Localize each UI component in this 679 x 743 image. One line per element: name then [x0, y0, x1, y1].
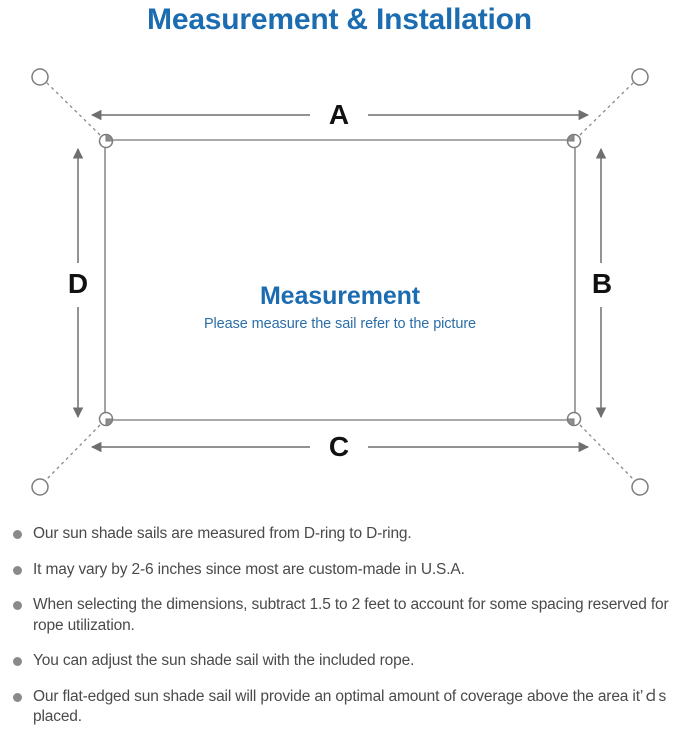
list-item: Our flat-edged sun shade sail will provi…	[0, 687, 679, 728]
notes-list: Our sun shade sails are measured from D-…	[0, 524, 679, 743]
note-text: When selecting the dimensions, subtract …	[33, 596, 669, 634]
bullet-icon	[13, 657, 22, 666]
rope-line-top-right	[579, 80, 636, 136]
list-item: It may vary by 2-6 inches since most are…	[0, 560, 679, 581]
bullet-icon	[13, 601, 22, 610]
dimension-label-c: C	[328, 431, 350, 462]
rope-line-bottom-left	[44, 424, 101, 482]
dimension-label-a: A	[328, 99, 350, 130]
anchor-circle-bottom-left	[31, 478, 49, 496]
anchor-circle-top-left	[31, 68, 49, 86]
note-text: Our sun shade sails are measured from D-…	[33, 525, 412, 542]
diagram-svg	[31, 68, 649, 496]
d-ring-tab-bottom-right	[566, 418, 575, 427]
anchor-circle-top-right	[631, 68, 649, 86]
list-item: Our sun shade sails are measured from D-…	[0, 524, 679, 545]
d-ring-tab-top-right	[566, 133, 575, 142]
bullet-icon	[13, 530, 22, 539]
bullet-icon	[13, 692, 22, 702]
list-item: You can adjust the sun shade sail with t…	[0, 651, 679, 672]
d-ring-tab-bottom-left	[105, 418, 114, 427]
anchor-circle-bottom-right	[631, 478, 649, 496]
sail-rectangle	[104, 139, 576, 421]
rope-line-top-left	[44, 80, 101, 136]
dimension-label-d: D	[67, 268, 89, 299]
d-ring-tab-top-left	[105, 133, 114, 142]
bullet-icon	[13, 565, 22, 575]
note-text: You can adjust the sun shade sail with t…	[33, 652, 415, 669]
note-text: It may vary by 2-6 inches since most are…	[33, 560, 465, 578]
list-item: When selecting the dimensions, subtract …	[0, 595, 679, 636]
note-text: Our flat-edged sun shade sail will provi…	[33, 687, 667, 726]
measurement-diagram: Measurement Please measure the sail refe…	[0, 45, 679, 515]
rope-line-bottom-right	[579, 424, 636, 482]
dimension-label-b: B	[591, 268, 613, 299]
page-title: Measurement & Installation	[147, 3, 532, 36]
